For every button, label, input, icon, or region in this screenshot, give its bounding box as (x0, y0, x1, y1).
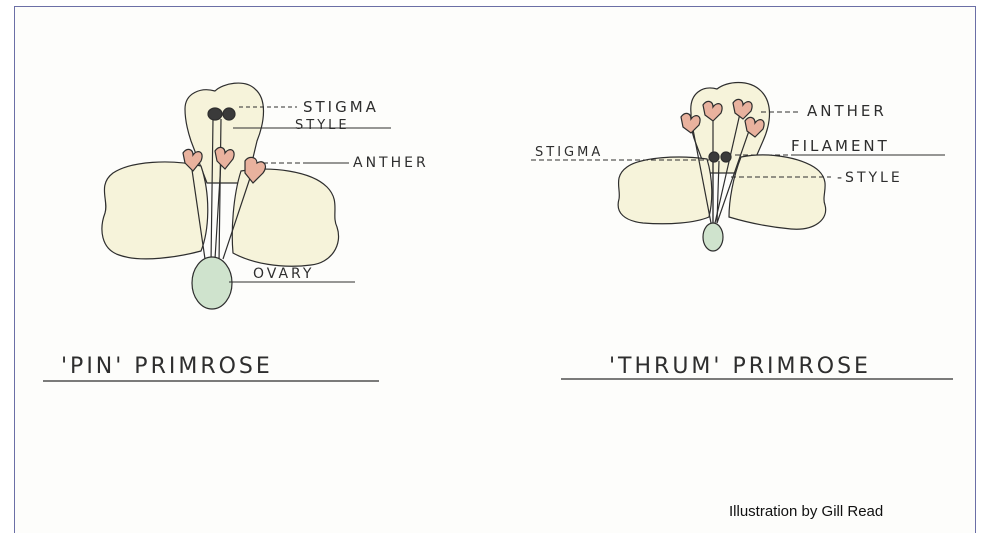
pin-stigma (208, 108, 222, 120)
thrum-stigma (721, 152, 731, 162)
illustration-credit: Illustration by Gill Read (729, 503, 883, 520)
thrum-label-stigma: STIGMA (535, 145, 603, 160)
pin-label-stigma: STIGMA (303, 98, 379, 116)
thrum-right-petal (729, 155, 826, 229)
thrum-ovary (703, 223, 723, 251)
pin-ovary (192, 257, 232, 309)
pin-label-anther: ANTHER (353, 155, 429, 171)
thrum-stigma (709, 152, 719, 162)
illustration-frame: STIGMA STYLE ANTHER OVARY 'PIN' PRIMROSE (14, 6, 976, 533)
pin-label-ovary: OVARY (253, 266, 314, 282)
pin-label-style: STYLE (295, 118, 350, 133)
pin-stigma (223, 108, 235, 120)
thrum-left-petal (618, 157, 712, 224)
pin-title: 'PIN' PRIMROSE (61, 354, 273, 379)
pin-left-petal (102, 162, 208, 259)
thrum-title: 'THRUM' PRIMROSE (609, 354, 871, 379)
thrum-flower (618, 83, 826, 252)
thrum-label-filament: FILAMENT (791, 137, 890, 155)
thrum-label-anther: ANTHER (807, 102, 887, 120)
primrose-diagram: STIGMA STYLE ANTHER OVARY 'PIN' PRIMROSE (15, 7, 976, 533)
thrum-label-style: -STYLE (837, 170, 903, 186)
